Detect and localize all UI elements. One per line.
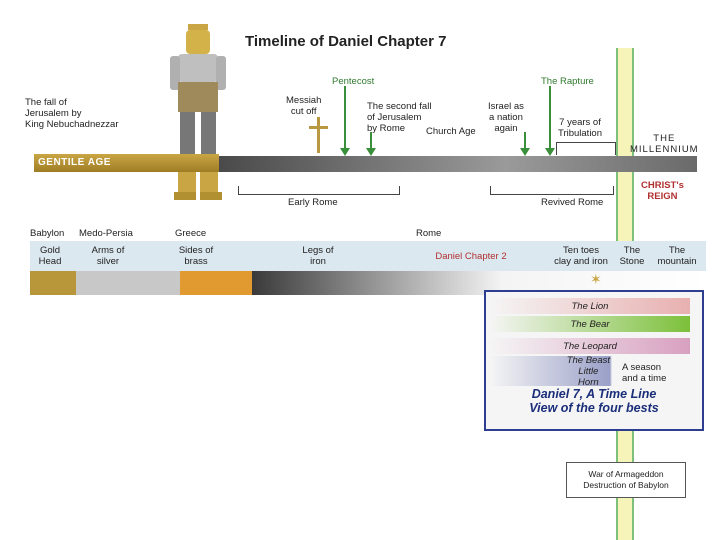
beast-bar: The Beast Little Horn — [490, 355, 690, 388]
fall-jerusalem-label: The fall of Jerusalem by King Nebuchadne… — [25, 97, 119, 130]
rapture-arrow — [549, 86, 551, 148]
rapture-arrow-head — [545, 148, 555, 156]
kingdom-babylon: Babylon — [30, 228, 65, 239]
pentecost-label: Pentecost — [332, 76, 375, 87]
early-rome-bracket — [238, 186, 400, 195]
israel-arrow-head — [520, 148, 530, 156]
pentecost-arrow — [344, 86, 346, 148]
leopard-label: The Leopard — [563, 340, 617, 352]
messiah-label: Messiah cut off — [286, 95, 322, 117]
silver-segment — [76, 271, 180, 295]
stone-cell: The Stone — [619, 245, 645, 267]
mountain-cell: The mountain — [657, 245, 697, 267]
iron-legs-cell: Legs of iron — [302, 245, 334, 267]
tribulation-bracket — [556, 142, 616, 155]
statue-figure — [170, 24, 226, 200]
gold-head-cell: Gold Head — [38, 245, 62, 267]
rapture-label: The Rapture — [541, 76, 594, 87]
bear-bar: The Bear — [490, 316, 690, 332]
four-beasts-panel: The Lion The Bear The Leopard The Beast … — [484, 290, 704, 431]
israel-label: Israel as a nation again — [488, 101, 524, 134]
season-label: A season and a time — [622, 362, 667, 384]
cross-icon — [317, 117, 320, 153]
tribulation-label: 7 years of Tribulation — [558, 117, 603, 139]
age-bar — [219, 156, 697, 172]
war-box: War of Armageddon Destruction of Babylon — [566, 462, 686, 498]
ten-toes-cell: Ten toes clay and iron — [554, 245, 608, 267]
gentile-age-bar — [34, 154, 219, 172]
cross-bar — [309, 126, 328, 129]
gold-segment — [30, 271, 76, 295]
kingdom-greece: Greece — [175, 228, 207, 239]
christs-reign-label: CHRIST's REIGN — [641, 180, 684, 202]
panel-title: Daniel 7, A Time Line View of the four b… — [529, 387, 659, 415]
beast-name: The Beast — [566, 354, 610, 366]
statue-parts-row: Gold Head Arms of silver Sides of brass … — [30, 241, 706, 271]
brass-sides-cell: Sides of brass — [178, 245, 214, 267]
kingdom-medo-persia: Medo-Persia — [79, 228, 133, 239]
little-horn-label: Little Horn — [578, 365, 599, 388]
millennium-label: THE MILLENNIUM — [630, 133, 699, 155]
metal-gradient-row — [30, 271, 706, 295]
daniel-2-label: Daniel Chapter 2 — [435, 250, 507, 262]
second-fall-label: The second fall of Jerusalem by Rome — [367, 101, 432, 134]
early-rome-label: Early Rome — [288, 197, 338, 208]
church-age-label: Church Age — [426, 126, 476, 137]
war-label: War of Armageddon Destruction of Babylon — [583, 469, 669, 490]
beast-label: The Beast Little Horn — [567, 355, 610, 388]
silver-arms-cell: Arms of silver — [91, 245, 125, 267]
second-fall-arrow — [370, 132, 372, 150]
israel-arrow — [524, 132, 526, 150]
lion-bar: The Lion — [490, 298, 690, 314]
stone-sparkle-icon: ✶ — [590, 271, 602, 287]
pentecost-arrow-head — [340, 148, 350, 156]
kingdom-rome: Rome — [416, 228, 442, 239]
leopard-bar: The Leopard — [490, 338, 690, 354]
brass-segment — [180, 271, 252, 295]
lion-label: The Lion — [571, 300, 609, 312]
bear-label: The Bear — [570, 318, 610, 330]
revived-rome-label: Revived Rome — [541, 197, 604, 208]
page-title: Timeline of Daniel Chapter 7 — [245, 33, 447, 50]
gentile-age-label: GENTILE AGE — [38, 157, 111, 168]
revived-rome-bracket — [490, 186, 614, 195]
second-fall-arrow-head — [366, 148, 376, 156]
